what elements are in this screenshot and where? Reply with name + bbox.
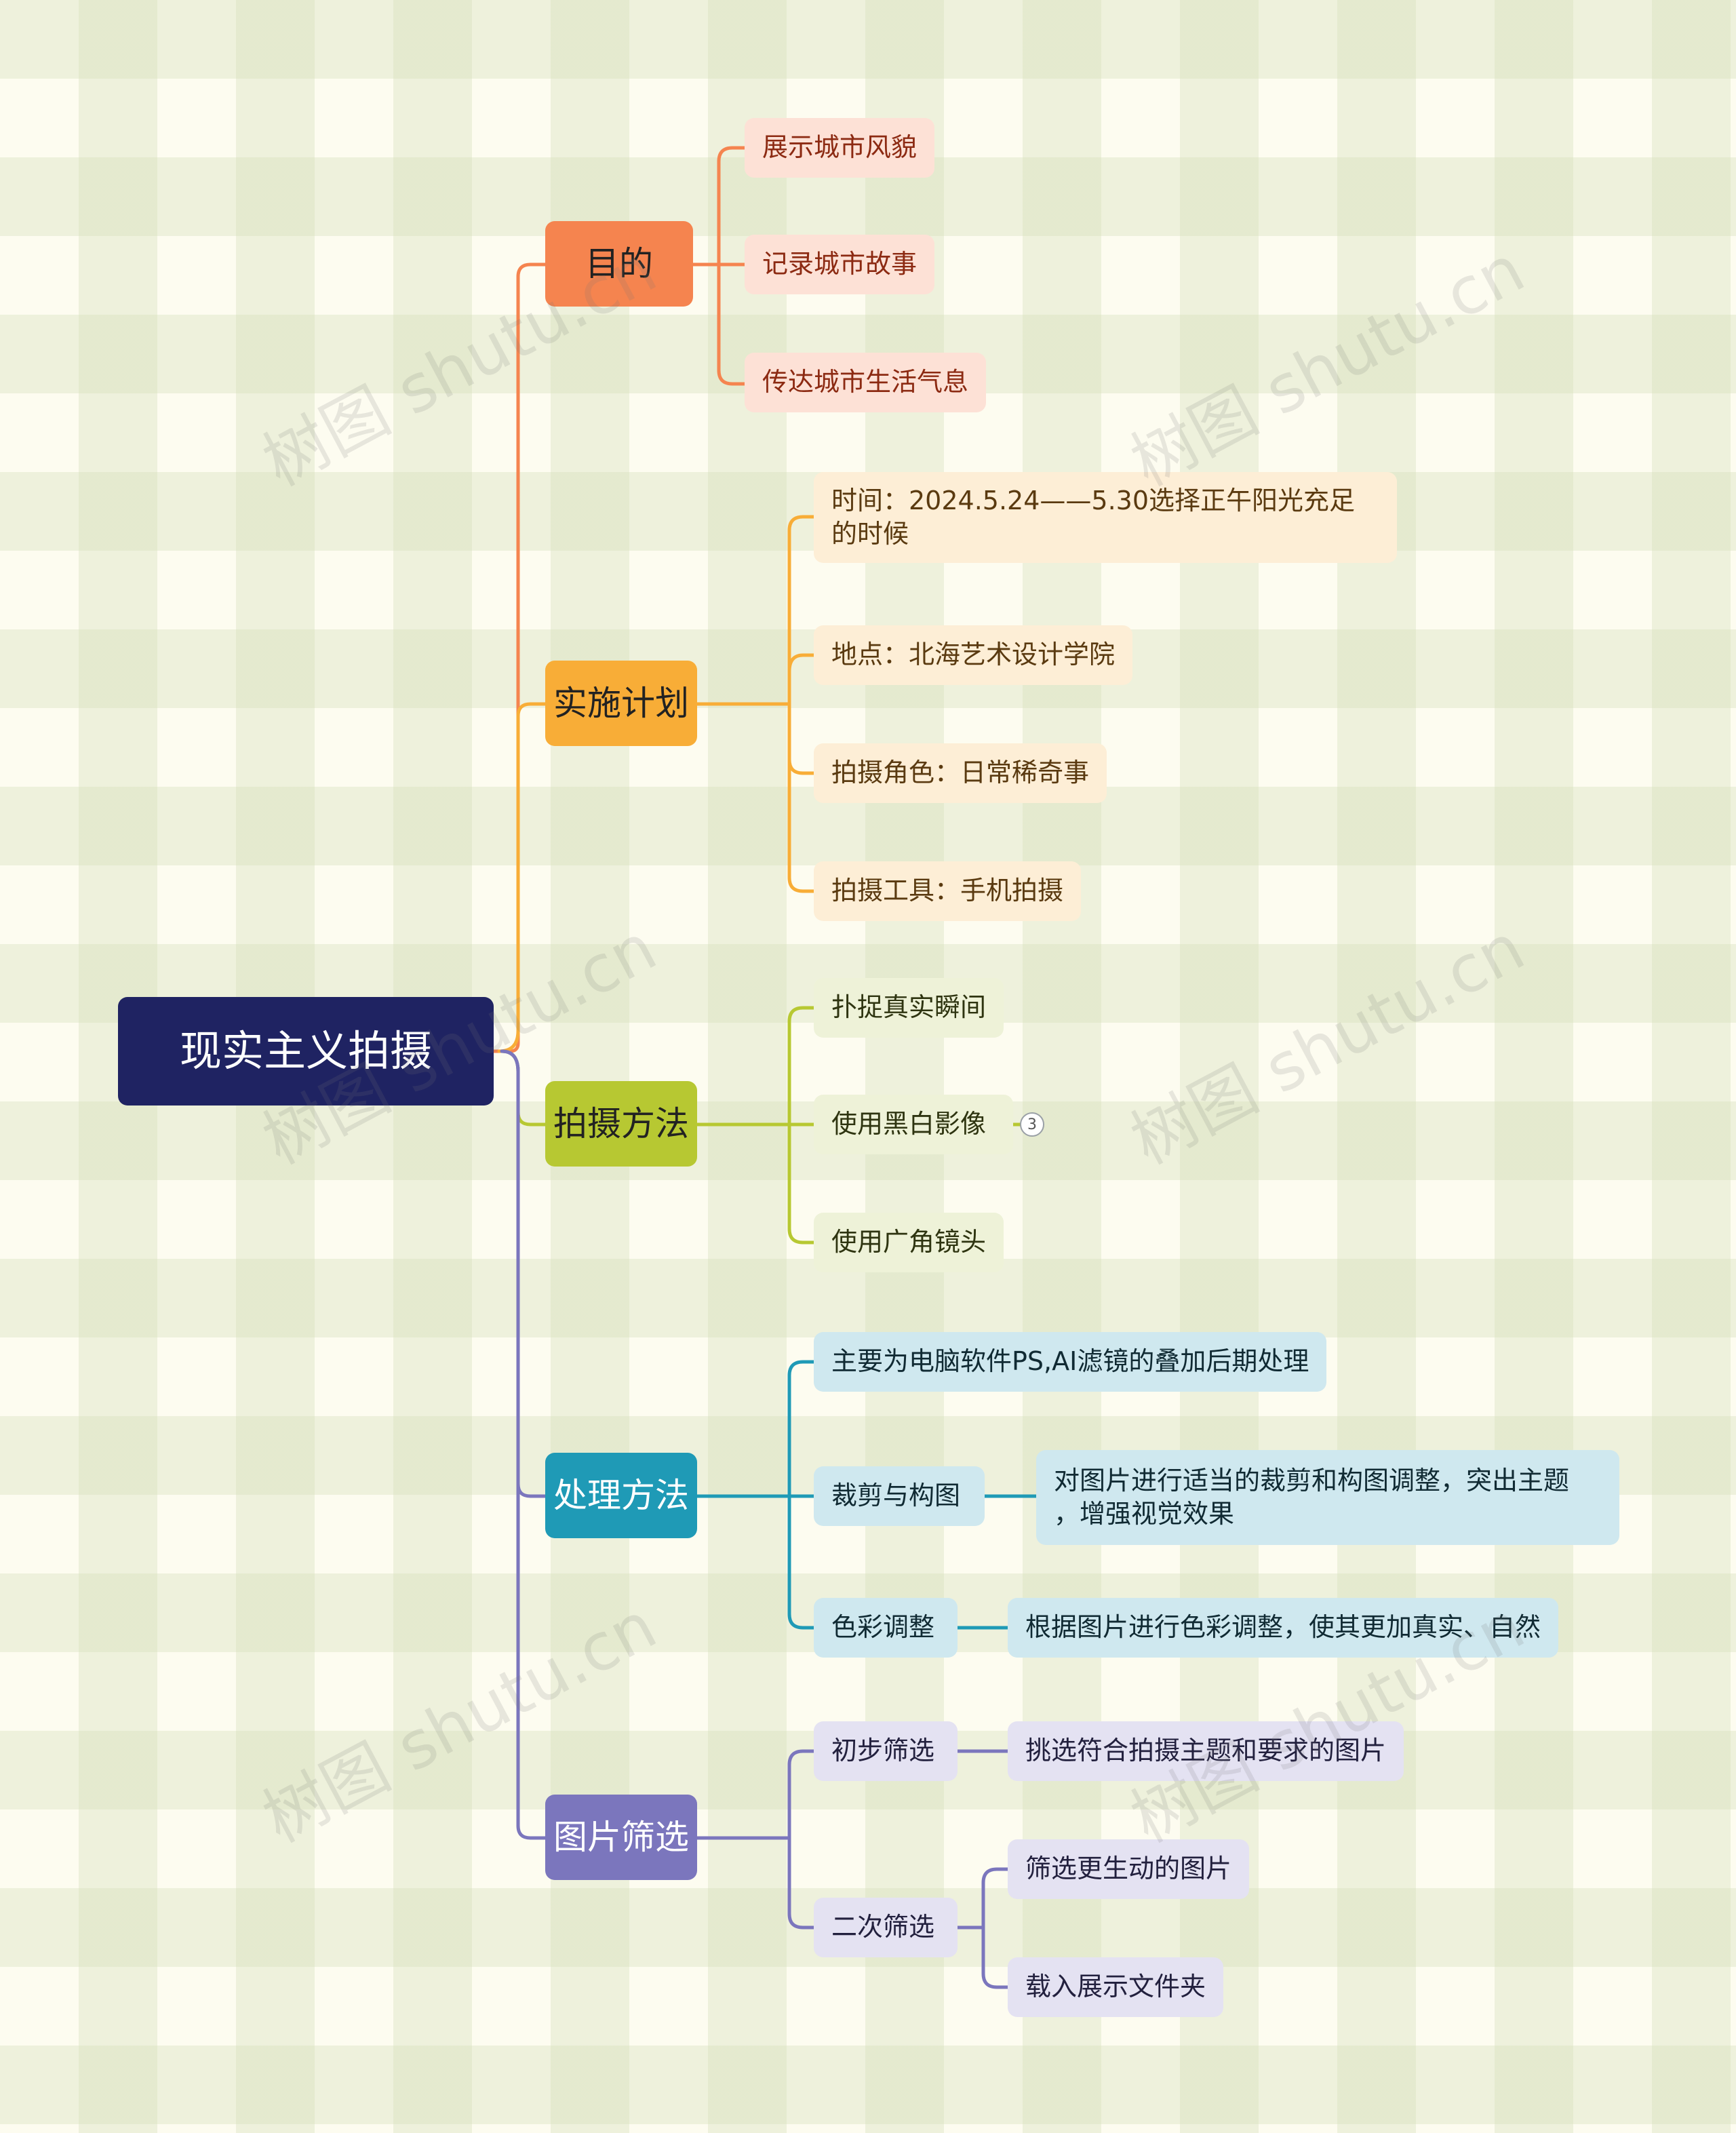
root-topic[interactable]: 现实主义拍摄 [118,997,494,1105]
leaf-processing-software[interactable]: 主要为电脑软件PS,AI滤镜的叠加后期处理 [814,1332,1327,1392]
leaf-method-2[interactable]: 使用黑白影像 [814,1095,1013,1154]
collapsed-children-badge[interactable]: 3 [1020,1112,1044,1137]
leaf-plan-time[interactable]: 时间：2024.5.24——5.30选择正午阳光充足 的时候 [814,472,1397,563]
leaf-plan-tool[interactable]: 拍摄工具：手机拍摄 [814,861,1082,921]
leaf-method-1[interactable]: 扑捉真实瞬间 [814,978,1004,1038]
link-root-plan [497,702,547,1053]
link-root-selection [500,1049,547,1840]
leaf-processing-color[interactable]: 色彩调整 [814,1598,958,1658]
leaf-processing-crop[interactable]: 裁剪与构图 [814,1466,985,1526]
link-root-method [500,1049,547,1127]
branch-method[interactable]: 拍摄方法 [545,1081,697,1167]
leaf-plan-role[interactable]: 拍摄角色：日常稀奇事 [814,743,1107,803]
branch-processing[interactable]: 处理方法 [545,1453,697,1538]
leaf-processing-color-detail[interactable]: 根据图片进行色彩调整，使其更加真实、自然 [1008,1598,1559,1658]
leaf-selection-second[interactable]: 二次筛选 [814,1898,958,1957]
leaf-purpose-2[interactable]: 记录城市故事 [745,235,935,294]
leaf-method-3[interactable]: 使用广角镜头 [814,1213,1004,1272]
leaf-processing-crop-detail[interactable]: 对图片进行适当的裁剪和构图调整，突出主题 ，增强视觉效果 [1036,1450,1619,1545]
leaf-purpose-3[interactable]: 传达城市生活气息 [745,353,987,412]
leaf-plan-location[interactable]: 地点：北海艺术设计学院 [814,625,1133,685]
leaf-selection-second-detail-1[interactable]: 筛选更生动的图片 [1008,1839,1250,1899]
leaf-selection-first[interactable]: 初步筛选 [814,1721,958,1781]
branch-purpose[interactable]: 目的 [545,221,693,307]
branch-plan[interactable]: 实施计划 [545,661,697,746]
leaf-selection-first-detail[interactable]: 挑选符合拍摄主题和要求的图片 [1008,1721,1404,1781]
branch-selection[interactable]: 图片筛选 [545,1795,697,1880]
leaf-selection-second-detail-2[interactable]: 载入展示文件夹 [1008,1957,1224,2017]
link-root-processing [500,1049,547,1498]
leaf-purpose-1[interactable]: 展示城市风貌 [745,118,935,178]
link-root-purpose [492,262,547,1053]
